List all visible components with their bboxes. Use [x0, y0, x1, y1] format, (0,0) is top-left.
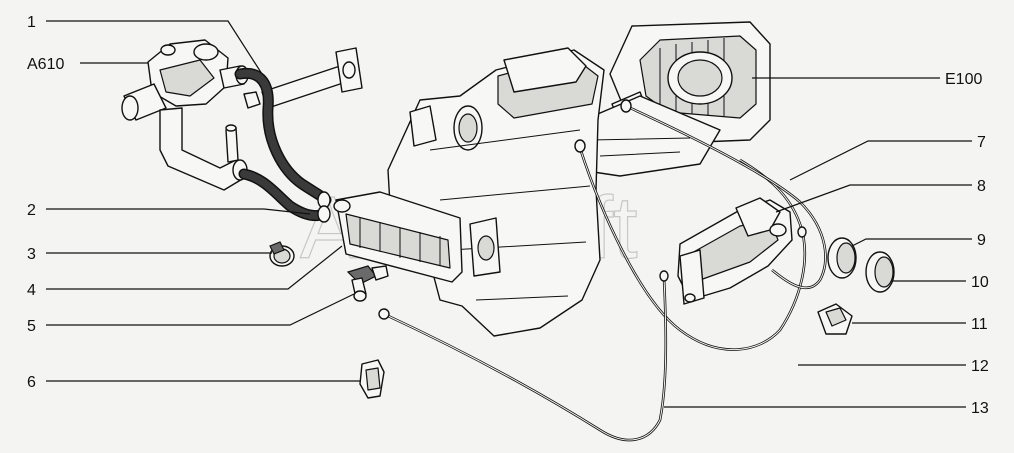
- callout-2: 2: [27, 202, 36, 219]
- callout-9: 9: [977, 232, 986, 249]
- hose-1: [234, 67, 332, 206]
- callout-3: 3: [27, 246, 36, 263]
- leader-9: [851, 238, 972, 247]
- knob-10: [865, 251, 895, 293]
- tap-handle: [346, 265, 389, 302]
- callout-6: 6: [27, 374, 36, 391]
- knob-9: [827, 237, 857, 279]
- heater-housing: [387, 47, 605, 337]
- callout-1: 1: [27, 14, 36, 31]
- callout-13: 13: [971, 400, 989, 417]
- cable-13: [378, 270, 669, 442]
- blower-unit-e100: [609, 21, 771, 143]
- coolant-pipe: [261, 47, 363, 109]
- callout-e100: E100: [945, 71, 982, 88]
- hose-clamp: [269, 241, 295, 267]
- callout-5: 5: [27, 318, 36, 335]
- control-unit: [677, 197, 793, 305]
- clip: [359, 359, 385, 399]
- heater-core: [333, 191, 463, 283]
- hose-2: [238, 168, 331, 223]
- callout-10: 10: [971, 274, 989, 291]
- cable-12: [620, 99, 827, 289]
- callout-a610: A610: [27, 56, 64, 73]
- knob-11: [817, 303, 853, 335]
- leader-2: [46, 208, 311, 215]
- leader-7: [789, 140, 972, 181]
- callout-7: 7: [977, 134, 986, 151]
- leader-8: [775, 184, 972, 213]
- callout-12: 12: [971, 358, 989, 375]
- leader-1: [46, 20, 263, 75]
- callout-labels: 1 A610 2 3 4 5 6 E100 7 8 9 10 11 12 13: [27, 14, 989, 417]
- leader-lines: [46, 20, 972, 408]
- callout-11: 11: [971, 316, 988, 333]
- callout-8: 8: [977, 178, 986, 195]
- callout-4: 4: [27, 282, 36, 299]
- leader-5: [46, 293, 355, 326]
- leader-4: [46, 245, 343, 290]
- cable-7: [574, 139, 807, 351]
